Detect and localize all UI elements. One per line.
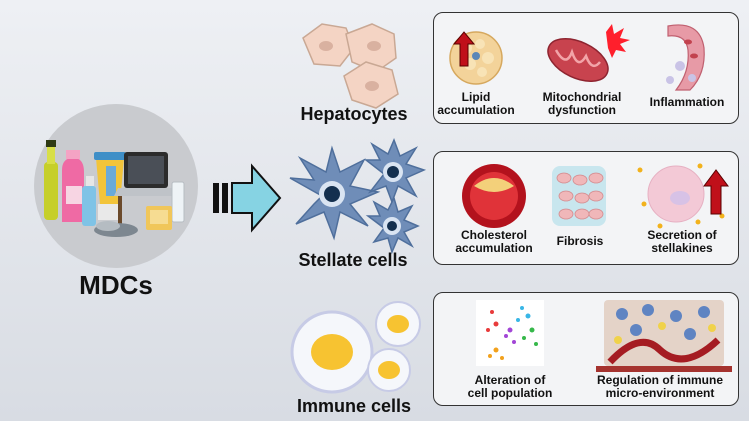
oil-bottle-icon	[44, 140, 58, 220]
immune-cells-icon	[290, 301, 421, 394]
immune-microenvironment-icon	[604, 300, 724, 366]
hepatocytes-label: Hepatocytes	[300, 104, 408, 124]
laptop-icon	[114, 152, 178, 196]
secreting-cell-icon	[637, 163, 725, 229]
inflamed-vessel-icon	[666, 24, 705, 91]
up-arrow-icon	[452, 31, 476, 67]
up-arrow-icon	[703, 169, 729, 215]
fibrosis-tissue-icon	[552, 166, 606, 226]
stellate-cells-label: Stellate cells	[298, 250, 408, 270]
fish-icon	[94, 221, 138, 237]
immune-cells-label: Immune cells	[296, 396, 412, 416]
vessel-base-icon	[596, 366, 732, 372]
spray-bottle-icon	[82, 176, 96, 226]
food-package-icon	[146, 206, 172, 230]
alteration-of-cell-population-caption: Alteration of cell population	[467, 373, 553, 400]
cholesterol-accumulation-caption: Cholesterol accumulation	[455, 228, 533, 255]
secretion-of-stellakines-caption: Secretion of stellakines	[647, 228, 717, 255]
glass-icon	[171, 181, 185, 223]
inflammation-caption: Inflammation	[649, 95, 725, 109]
mitochondrion-icon	[547, 24, 630, 82]
stellate-cells-icon	[289, 137, 427, 255]
mitochondrial-dysfunction-caption: Mitochondrial dysfunction	[542, 90, 622, 117]
blocked-artery-icon	[462, 164, 526, 228]
regulation-of-immune-microenvironment-caption: Regulation of immune micro-environment	[597, 373, 723, 400]
cell-cluster-plot-icon	[476, 300, 544, 366]
mdcs-label: MDCs	[79, 270, 153, 300]
fibrosis-caption: Fibrosis	[556, 234, 604, 248]
brush-icon	[118, 196, 122, 224]
lipid-accumulation-caption: Lipid accumulation	[437, 90, 515, 117]
detergent-bottle-icon	[62, 150, 84, 222]
